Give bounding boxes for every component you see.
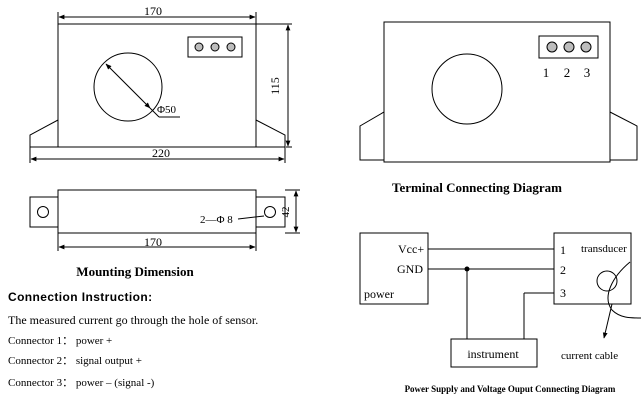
pin-label-1: 1 <box>560 243 566 257</box>
instrument-label: instrument <box>467 347 519 361</box>
pin-label-3: 3 <box>560 286 566 300</box>
terminal-label-2: 2 <box>564 65 571 80</box>
power-wiring <box>359 232 641 368</box>
dim-side-height: 42 <box>280 207 292 218</box>
power-label: power <box>364 287 394 301</box>
terminal-diagram-title: Terminal Connecting Diagram <box>392 180 562 195</box>
dim-side-width: 170 <box>144 235 162 249</box>
gnd-junction-dot <box>464 266 470 272</box>
connection-line-2: Connector 1： power + <box>8 335 112 347</box>
connection-line-4: Connector 3： power – (signal -) <box>8 377 155 389</box>
terminal-view <box>359 21 638 163</box>
dim-base-width: 220 <box>152 146 170 160</box>
dim-height: 115 <box>268 77 282 95</box>
front-view <box>29 12 292 163</box>
power-diagram-title: Power Supply and Voltage Ouput Connectin… <box>405 384 616 394</box>
transducer-label: transducer <box>581 243 627 255</box>
side-view <box>29 189 300 251</box>
gnd-label: GND <box>397 262 423 276</box>
vcc-label: Vcc+ <box>398 242 424 256</box>
connection-line-1: The measured current go through the hole… <box>8 313 258 327</box>
connection-line-3: Connector 2： signal output + <box>8 355 142 367</box>
terminal-label-3: 3 <box>584 65 591 80</box>
pin-label-2: 2 <box>560 263 566 277</box>
terminal-label-1: 1 <box>543 65 550 80</box>
dim-top-width: 170 <box>144 4 162 18</box>
mounting-dimension-title: Mounting Dimension <box>76 264 194 279</box>
dim-mount-holes: 2—Φ 8 <box>200 214 233 226</box>
connection-instruction-title: Connection Instruction: <box>8 290 153 304</box>
current-cable-label: current cable <box>561 350 618 362</box>
dim-hole-diameter: Φ50 <box>157 104 177 116</box>
